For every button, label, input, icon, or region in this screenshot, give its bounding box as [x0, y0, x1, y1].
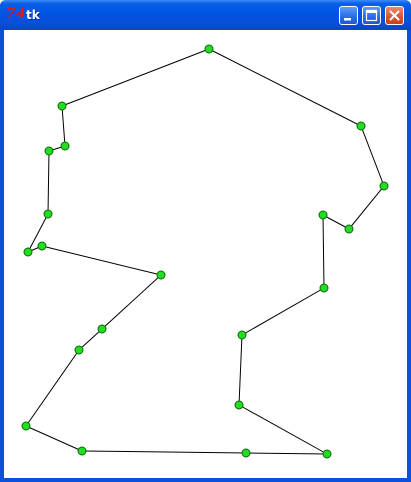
close-button[interactable] [385, 6, 404, 25]
tour-node [77, 446, 87, 456]
maximize-button[interactable] [362, 6, 381, 25]
tour-node [237, 330, 247, 340]
tour-edge [238, 334, 243, 406]
tour-edge [360, 125, 385, 187]
minimize-button[interactable] [339, 6, 358, 25]
drawing-canvas[interactable] [4, 30, 407, 478]
tour-node [241, 448, 251, 458]
title-bar[interactable]: 74 tk [0, 0, 411, 30]
tour-edge [47, 150, 50, 215]
tour-node [344, 224, 354, 234]
tour-node [356, 121, 366, 131]
tour-node [318, 210, 328, 220]
tour-node [379, 181, 389, 191]
window-title: tk [26, 8, 40, 22]
tour-edge [348, 185, 385, 230]
tour-edge [238, 404, 328, 455]
tour-node [319, 283, 329, 293]
tour-node [234, 400, 244, 410]
tk-feather-icon: 74 [6, 6, 26, 22]
maximize-icon [365, 9, 378, 22]
tour-edge [101, 274, 162, 330]
tour-graph [21, 44, 389, 459]
tour-edge [27, 213, 49, 253]
tour-node [21, 421, 31, 431]
tour-node [156, 270, 166, 280]
tour-node [60, 141, 70, 151]
tour-node [74, 345, 84, 355]
tour-node [23, 247, 33, 257]
tour-edge [81, 450, 247, 454]
tour-edge [25, 425, 83, 452]
close-icon [389, 10, 400, 21]
tour-node [37, 241, 47, 251]
tour-node [204, 44, 214, 54]
tour-edge [208, 48, 362, 127]
tour-edge [61, 48, 210, 107]
tour-edge [322, 214, 350, 230]
tour-node [57, 101, 67, 111]
tour-node [44, 146, 54, 156]
tour-node [97, 324, 107, 334]
tour-edge [245, 452, 328, 455]
tour-edge [41, 245, 162, 276]
tour-node [43, 209, 53, 219]
tour-edge [25, 349, 80, 427]
tour-edge [241, 287, 325, 336]
tour-edge [78, 328, 103, 351]
tour-node [322, 449, 332, 459]
tour-edge [322, 214, 325, 289]
tour-edge [61, 105, 66, 147]
minimize-icon [344, 18, 351, 21]
